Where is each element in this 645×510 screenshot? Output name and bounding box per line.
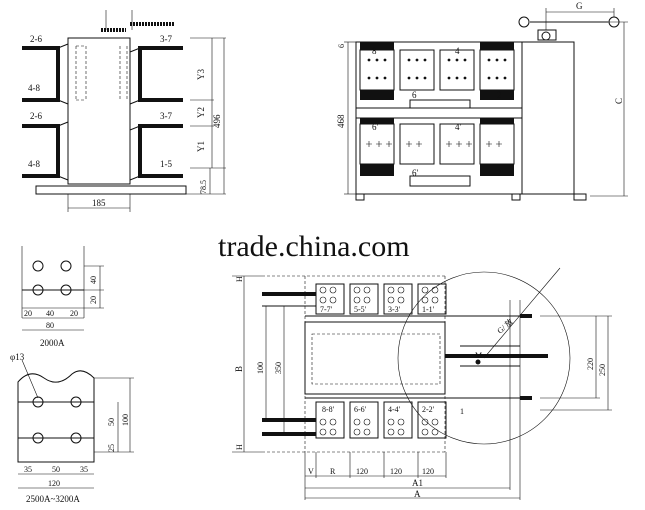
terminal-label: 6-6' (354, 405, 367, 414)
coil-number: 4' (455, 122, 462, 132)
dim-label: 35 (24, 465, 32, 474)
height-label-y1: Y1 (196, 141, 206, 152)
side-small-dim: 6 (337, 44, 346, 48)
front-view: 2-6 4-8 2-6 4-8 3-7 3-7 1-5 Y3 Y2 Y1 496… (22, 10, 226, 212)
terminal-2000a: 40 20 20 40 20 80 2000A (21, 246, 104, 348)
terminal-caption: 2000A (40, 338, 65, 348)
terminal-label: 3-3' (388, 305, 401, 314)
height-label-y2: Y2 (196, 107, 206, 118)
h-label: H (235, 276, 244, 282)
dim-label: 120 (48, 479, 60, 488)
coil-number: 6' (412, 168, 419, 178)
top-view: 7-7' 5-5' 3-3' 1-1' 8-8' 6-6' 4-4' 2-2' … (232, 267, 612, 500)
dim-label: 50 (52, 465, 60, 474)
dim-label: V (308, 467, 314, 476)
dim-label: 120 (356, 467, 368, 476)
terminal-label: 8-8' (322, 405, 335, 414)
terminal-label: 2-2' (422, 405, 435, 414)
dim-label: 80 (46, 321, 54, 330)
front-right-label: 3-7 (160, 111, 172, 121)
dim-250-label: 250 (598, 364, 607, 376)
c-label: C (614, 98, 624, 104)
g-label: G (576, 1, 583, 11)
coil-number: 6 (412, 90, 417, 100)
a1-label: A1 (412, 478, 423, 488)
front-left-label: 4-8 (28, 83, 40, 93)
h-label: H (235, 444, 244, 450)
b-label: B (234, 366, 244, 372)
dim-100-label: 100 (256, 362, 265, 374)
hole-label: φ13 (10, 352, 25, 362)
terminal-label: 1-1' (422, 305, 435, 314)
side-height-label: 468 (336, 114, 346, 128)
watermark: trade.china.com (218, 230, 410, 263)
terminal-label: 4-4' (388, 405, 401, 414)
dim-label: 25 (107, 444, 116, 452)
dim-label: 20 (24, 309, 32, 318)
dim-label: 50 (107, 418, 116, 426)
height-label-y3: Y3 (196, 69, 206, 80)
dim-label: 20 (89, 296, 98, 304)
terminal-caption: 2500A~3200A (26, 494, 80, 504)
dim-label: 20 (70, 309, 78, 318)
total-height-label: 496 (212, 114, 222, 128)
dim-label: 35 (80, 465, 88, 474)
dim-label: 40 (46, 309, 54, 318)
detail-small-label: 1 (460, 407, 464, 416)
dim-label: 120 (422, 467, 434, 476)
front-left-label: 2-6 (30, 111, 42, 121)
terminal-label: 5-5' (354, 305, 367, 314)
dim-220-label: 220 (586, 358, 595, 370)
front-right-label: 3-7 (160, 34, 172, 44)
a-label: A (414, 489, 421, 499)
coil-number: 4 (455, 46, 460, 56)
coil-number: 6' (372, 122, 379, 132)
dim-label: 40 (89, 276, 98, 284)
base-height-label: 78.5 (199, 180, 208, 194)
front-width-label: 185 (92, 198, 106, 208)
dim-label: 100 (121, 414, 130, 426)
front-left-label: 2-6 (30, 34, 42, 44)
dim-350-label: 350 (274, 362, 283, 374)
terminal-label: 7-7' (320, 305, 333, 314)
side-view: 8 4 6 2 6' 4' 6' 2' 468 6 G C (336, 1, 628, 201)
terminal-2500a: φ13 50 25 100 35 50 35 120 2500A~3200A (10, 352, 134, 504)
coil-number: 2' (497, 168, 504, 178)
front-left-label: 4-8 (28, 159, 40, 169)
coil-number: 2 (497, 90, 502, 100)
vent-mark: M (475, 351, 482, 360)
detail-label: G/ 放 (495, 316, 515, 335)
front-right-label: 1-5 (160, 159, 172, 169)
dim-label: R (330, 467, 336, 476)
coil-number: 8 (372, 46, 377, 56)
dim-label: 120 (390, 467, 402, 476)
